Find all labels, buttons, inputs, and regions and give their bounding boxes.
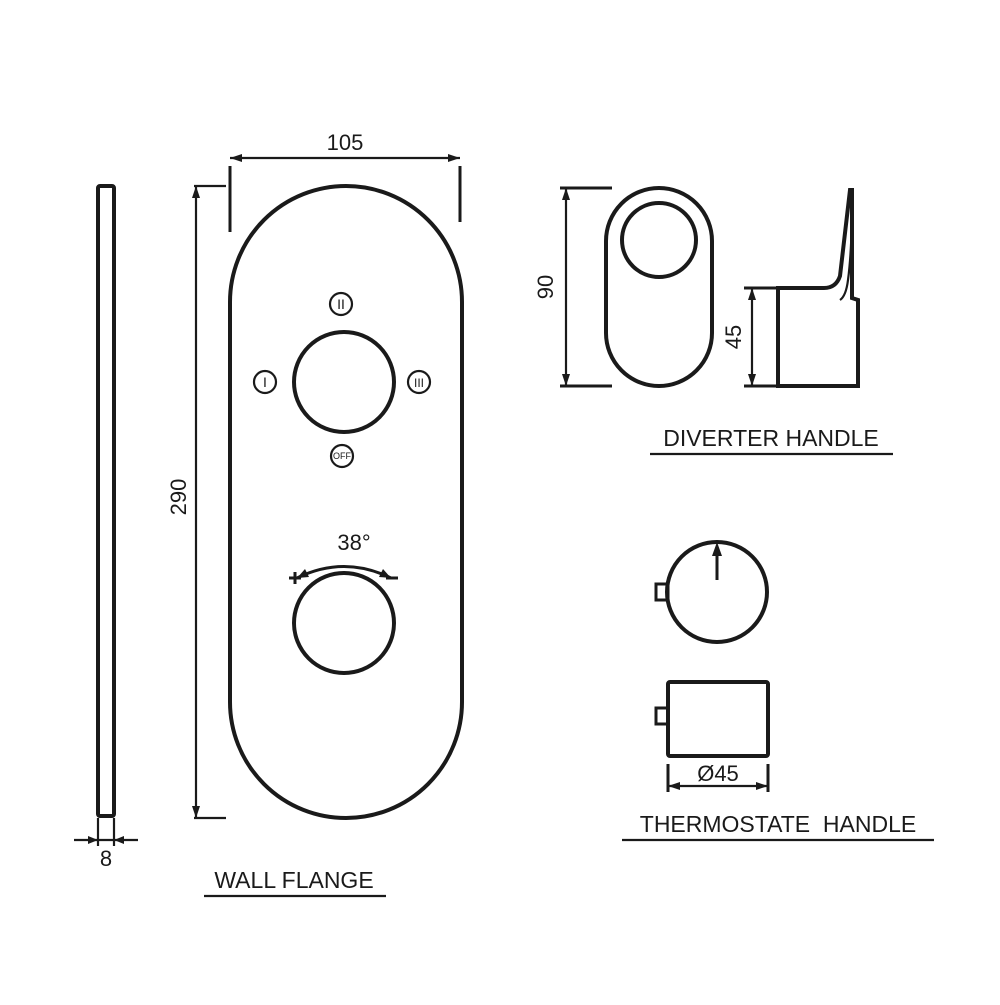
- position-label-right: III: [414, 376, 424, 390]
- thermostat-arrow-left: [668, 782, 680, 790]
- position-marker-left: [252, 369, 278, 395]
- position-label-top: II: [337, 296, 345, 312]
- rotation-arrow-left: [297, 569, 309, 578]
- thickness-arrow-right: [114, 836, 124, 844]
- position-label-bottom: OFF: [333, 451, 351, 461]
- diverter-handle-views: 90 45: [533, 186, 860, 388]
- position-label-left: I: [263, 374, 267, 390]
- diverter-height-label: 90: [533, 275, 558, 299]
- diverter-side-arrow-bottom: [748, 374, 756, 386]
- position-marker-right: [406, 369, 432, 395]
- rotation-angle-label: 38°: [337, 530, 370, 555]
- thermostat-tab-side: [654, 706, 670, 726]
- thermostat-diameter-label: Ø45: [697, 761, 739, 786]
- diverter-arrow-bottom: [562, 374, 570, 386]
- thermostat-arrow-right: [756, 782, 768, 790]
- diverter-hole: [620, 201, 698, 279]
- height-label: 290: [166, 479, 191, 516]
- flange-side-view: 8: [74, 184, 138, 871]
- thermostat-handle-views: Ø45: [654, 540, 770, 792]
- diverter-circle: [292, 330, 396, 434]
- thermostat-indicator-arrow: [712, 542, 722, 556]
- width-label: 105: [327, 130, 364, 155]
- thermostat-circle: [292, 571, 396, 675]
- height-arrow-top: [192, 186, 200, 198]
- thermostat-tab-top: [654, 582, 670, 602]
- wall-flange-title: WALL FLANGE: [214, 867, 373, 893]
- rotation-arrow-right: [379, 569, 391, 578]
- height-arrow-bottom: [192, 806, 200, 818]
- diverter-side-curve: [839, 199, 854, 301]
- thermostat-handle-title: THERMOSTATE HANDLE: [640, 811, 916, 837]
- thermostat-knob-side: [666, 680, 770, 758]
- position-marker-top: [328, 291, 354, 317]
- width-arrow-right: [448, 154, 460, 162]
- width-arrow-left: [230, 154, 242, 162]
- diverter-side-height-label: 45: [721, 325, 746, 349]
- thickness-label: 8: [100, 846, 112, 871]
- flange-outline: [228, 184, 464, 820]
- thickness-arrow-left: [88, 836, 98, 844]
- diverter-arrow-top: [562, 188, 570, 200]
- position-marker-bottom: [329, 443, 355, 469]
- flange-front-view: 290 105 II I III OFF 38°: [166, 130, 464, 820]
- flange-side-outline: [96, 184, 116, 818]
- diverter-handle-title: DIVERTER HANDLE: [663, 425, 879, 451]
- diverter-side-arrow-top: [748, 288, 756, 300]
- diverter-front-outline: [604, 186, 714, 388]
